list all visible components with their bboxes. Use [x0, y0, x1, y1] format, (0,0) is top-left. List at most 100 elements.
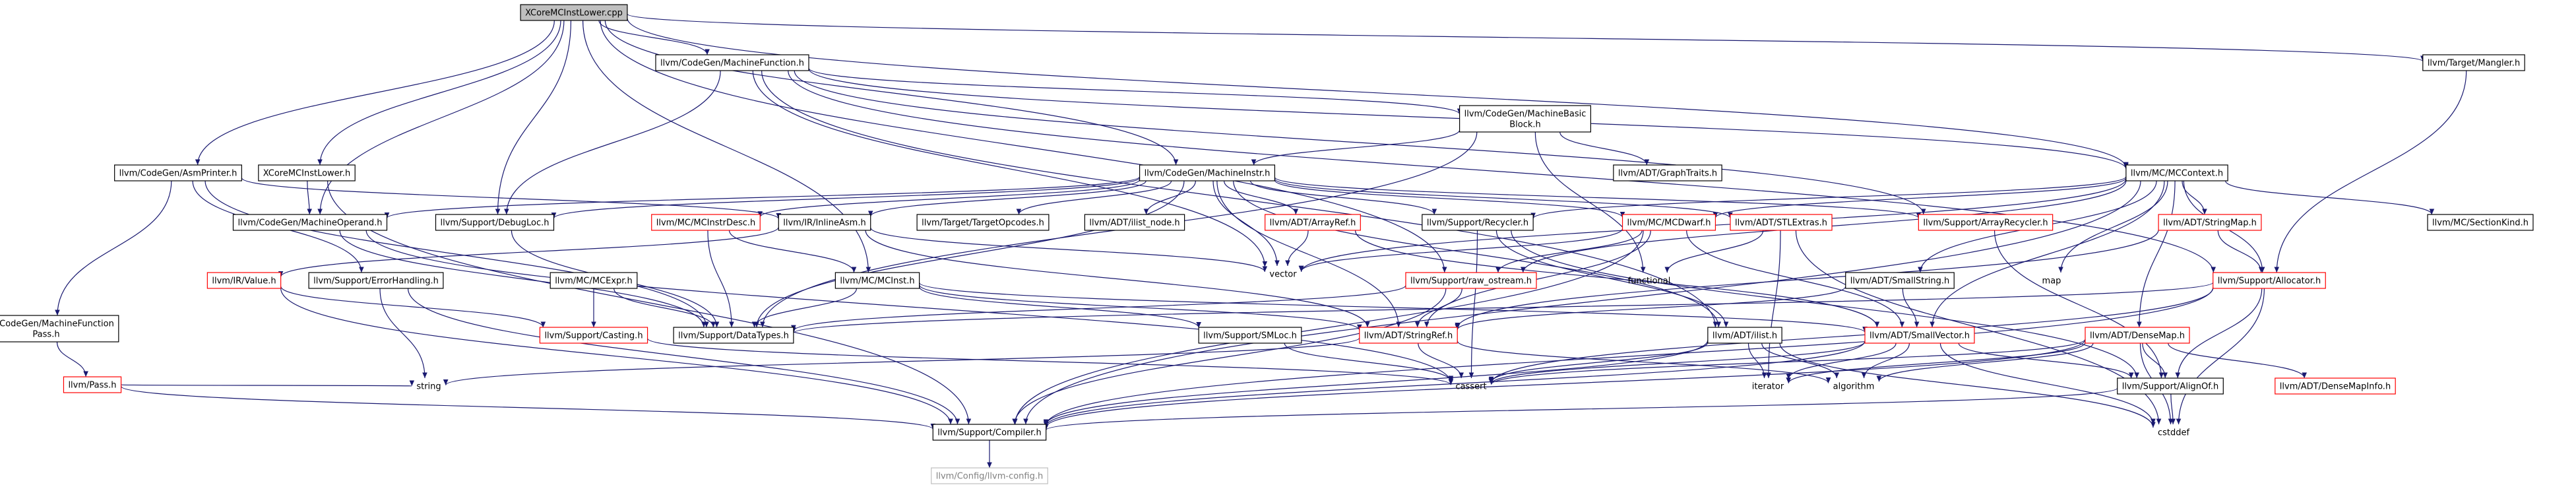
- node-box: [1730, 214, 1833, 231]
- node-label-line: llvm/Support/Allocator.h: [2218, 277, 2321, 286]
- edge-mf-to-arrayrecycler: [794, 70, 1926, 215]
- node-ilist[interactable]: llvm/ADT/ilist.h: [1707, 327, 1782, 344]
- node-mangler[interactable]: llvm/Target/Mangler.h: [2422, 54, 2525, 71]
- edge-mi-to-datatypes: [754, 180, 1185, 328]
- node-root[interactable]: XCoreMCInstLower.cpp: [520, 4, 628, 21]
- node-stlextras[interactable]: llvm/ADT/STLExtras.h: [1730, 214, 1833, 231]
- node-graphtraits[interactable]: llvm/ADT/GraphTraits.h: [1613, 164, 1722, 181]
- node-label-line: llvm/Support/ArrayRecycler.h: [1923, 218, 2048, 228]
- edge-inlineasm-to-stringref: [865, 230, 1370, 328]
- node-mf[interactable]: llvm/CodeGen/MachineFunction.h: [655, 54, 809, 71]
- edge-mcinst-to-stringref: [919, 284, 1362, 331]
- node-inlineasm[interactable]: llvm/IR/InlineAsm.h: [778, 214, 871, 231]
- node-map[interactable]: map: [2042, 277, 2061, 286]
- edge-ilist-to-compiler: [1044, 340, 1709, 426]
- edge-mcinstrdesc-to-mcinst: [728, 230, 857, 273]
- edge-inlineasm-to-irvalue: [278, 226, 779, 277]
- node-config[interactable]: llvm/Config/llvm-config.h: [931, 467, 1048, 484]
- node-mcctx[interactable]: llvm/MC/MCContext.h: [2125, 164, 2228, 181]
- node-label: llvm/CodeGen/MachineInstr.h: [1145, 169, 1271, 179]
- node-label-line: cassert: [1455, 382, 1486, 392]
- node-arrayrecycler[interactable]: llvm/Support/ArrayRecycler.h: [1918, 214, 2054, 231]
- edge-allocator-to-alignof: [2175, 288, 2263, 379]
- node-allocator[interactable]: llvm/Support/Allocator.h: [2213, 272, 2326, 289]
- edge-mcinst-to-smloc: [919, 286, 1201, 328]
- node-stringref[interactable]: llvm/ADT/StringRef.h: [1359, 327, 1458, 344]
- node-mcinstrdesc[interactable]: llvm/MC/MCInstrDesc.h: [651, 214, 761, 231]
- node-label: llvm/MC/MCInst.h: [840, 277, 914, 286]
- node-label: XCoreMCInstLower.cpp: [525, 9, 623, 18]
- edge-mi-to-arrayrecycler: [1274, 177, 1921, 219]
- node-irvalue[interactable]: llvm/IR/Value.h: [206, 272, 282, 289]
- node-recycler[interactable]: llvm/Support/Recycler.h: [1422, 214, 1534, 231]
- node-debugloc[interactable]: llvm/Support/DebugLoc.h: [435, 214, 555, 231]
- node-box: [673, 327, 794, 344]
- node-label-line: llvm/ADT/SmallVector.h: [1869, 331, 1970, 341]
- node-label-line: llvm/MC/MCDwarf.h: [1627, 218, 1711, 228]
- node-label-line: Pass.h: [32, 330, 59, 340]
- edges-layer: [55, 13, 2467, 468]
- edge-root-to-mi: [604, 20, 1179, 166]
- edge-mcdwarf-to-compiler: [1013, 230, 1644, 425]
- edge-mi-to-mcdwarf: [1274, 179, 1625, 218]
- node-datatypes[interactable]: llvm/Support/DataTypes.h: [673, 327, 794, 344]
- node-smloc[interactable]: llvm/Support/SMLoc.h: [1198, 327, 1302, 344]
- node-mcdwarf[interactable]: llvm/MC/MCDwarf.h: [1621, 214, 1716, 231]
- node-cassert[interactable]: cassert: [1455, 382, 1486, 392]
- node-compiler[interactable]: llvm/Support/Compiler.h: [932, 424, 1047, 441]
- node-mop[interactable]: llvm/CodeGen/MachineOperand.h: [232, 214, 388, 231]
- node-iterator[interactable]: iterator: [1752, 382, 1784, 392]
- node-asmprinter[interactable]: llvm/CodeGen/AsmPrinter.h: [114, 164, 242, 181]
- node-vector[interactable]: vector: [1269, 270, 1297, 280]
- node-rawostream[interactable]: llvm/Support/raw_ostream.h: [1405, 272, 1537, 289]
- node-mcinst[interactable]: llvm/MC/MCInst.h: [834, 272, 920, 289]
- edge-mbb-to-mi: [1251, 129, 1461, 166]
- node-algorithm[interactable]: algorithm: [1833, 382, 1875, 392]
- node-box: [550, 272, 638, 289]
- edge-root-to-debugloc: [495, 20, 572, 215]
- node-stringmap[interactable]: llvm/ADT/StringMap.h: [2158, 214, 2262, 231]
- node-arrayref[interactable]: llvm/ADT/ArrayRef.h: [1265, 214, 1361, 231]
- node-pass[interactable]: llvm/Pass.h: [63, 376, 122, 393]
- node-label: llvm/MC/MCExpr.h: [555, 277, 633, 286]
- node-targetopcodes[interactable]: llvm/Target/TargetOpcodes.h: [916, 214, 1050, 231]
- node-label-line: llvm/ADT/ilist_node.h: [1089, 218, 1179, 228]
- node-casting[interactable]: llvm/Support/Casting.h: [539, 327, 648, 344]
- edge-mi-to-ilistnode: [1143, 180, 1196, 215]
- node-label-line: llvm/ADT/DenseMapInfo.h: [2280, 382, 2391, 392]
- node-label-line: llvm/ADT/GraphTraits.h: [1618, 169, 1717, 179]
- node-mi[interactable]: llvm/CodeGen/MachineInstr.h: [1139, 164, 1276, 181]
- node-box: [834, 272, 920, 289]
- node-smallstring[interactable]: llvm/ADT/SmallString.h: [1845, 272, 1955, 289]
- node-functional[interactable]: functional: [1628, 277, 1671, 286]
- node-alignof[interactable]: llvm/Support/AlignOf.h: [2117, 377, 2224, 395]
- node-label: XCoreMCInstLower.h: [263, 169, 350, 179]
- edge-mf-to-vector: [752, 70, 1268, 267]
- edge-mi-to-ilist: [1233, 180, 1722, 328]
- node-ilistnode[interactable]: llvm/ADT/ilist_node.h: [1084, 214, 1185, 231]
- node-box: [435, 214, 555, 231]
- node-xclower[interactable]: XCoreMCInstLower.h: [258, 164, 356, 181]
- edge-allocator-to-compiler: [1044, 287, 2214, 426]
- node-label-line: llvm/IR/Value.h: [212, 277, 276, 286]
- node-box: [0, 315, 119, 342]
- node-box: [1422, 214, 1534, 231]
- node-box: [2158, 214, 2262, 231]
- node-sectionkind[interactable]: llvm/MC/SectionKind.h: [2427, 214, 2534, 231]
- node-densemapinfo[interactable]: llvm/ADT/DenseMapInfo.h: [2275, 377, 2396, 395]
- node-cstddef[interactable]: cstddef: [2158, 428, 2190, 438]
- edge-root-to-asmprinter: [195, 20, 555, 166]
- node-string[interactable]: string: [416, 382, 441, 392]
- node-label: llvm/ADT/SmallVector.h: [1869, 331, 1970, 341]
- node-smallvector[interactable]: llvm/ADT/SmallVector.h: [1864, 327, 1975, 344]
- edge-mi-to-inlineasm: [868, 180, 1147, 217]
- node-label-line: llvm/Support/DataTypes.h: [678, 331, 789, 341]
- node-box: [1139, 164, 1276, 181]
- node-label: llvm/ADT/DenseMapInfo.h: [2280, 382, 2391, 392]
- node-label-line: XCoreMCInstLower.cpp: [525, 9, 623, 18]
- node-densemap[interactable]: llvm/ADT/DenseMap.h: [2085, 327, 2190, 344]
- node-errorhandling[interactable]: llvm/Support/ErrorHandling.h: [308, 272, 444, 289]
- node-mcexpr[interactable]: llvm/MC/MCExpr.h: [550, 272, 638, 289]
